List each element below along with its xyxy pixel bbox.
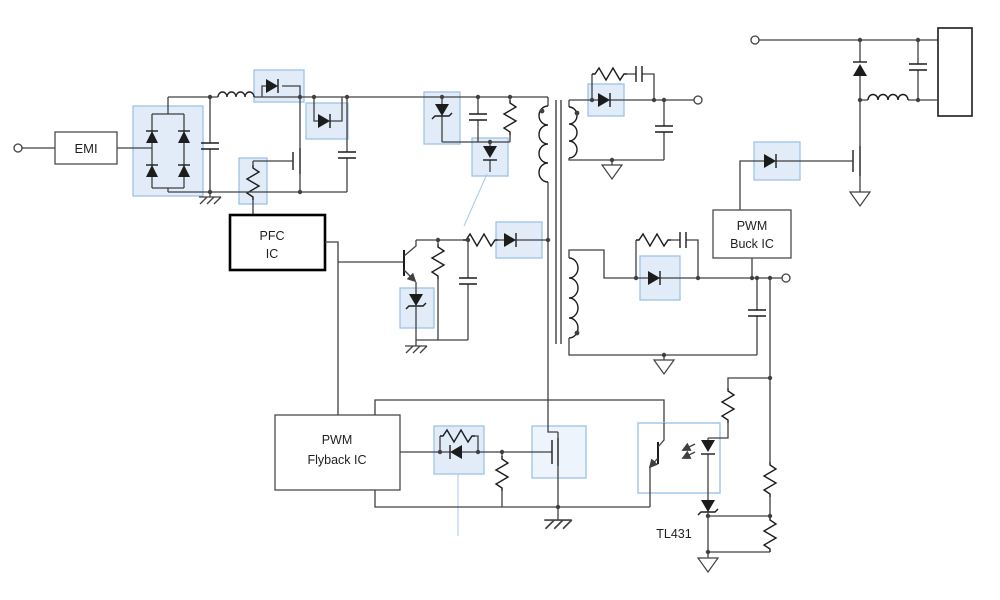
flyback-ic-label-2: Flyback IC: [307, 453, 366, 467]
bjt-clamp-network: [403, 232, 551, 354]
main-ground-icon: [543, 519, 573, 530]
snubber-resistor-icon: [636, 232, 671, 248]
snubber-capacitor-icon: [635, 66, 643, 82]
secondary-output-1: [568, 66, 703, 180]
blocking-diode-icon: [504, 233, 517, 247]
primary-snubber: [431, 94, 518, 227]
optocoupler: [637, 422, 721, 507]
ground-icon: [653, 359, 675, 375]
pfc-ic-label-2: IC: [266, 247, 279, 261]
led-bias-resistor-icon: [720, 388, 736, 423]
optocoupler-box: [637, 422, 721, 494]
gate-resistor-icon: [440, 428, 475, 444]
boost-diode-icon: [266, 79, 279, 93]
sec1-rectifier-diode-icon: [598, 93, 611, 107]
bridge-highlight: [132, 105, 204, 197]
flyback-ic-label-1: PWM: [322, 433, 353, 447]
bridge-rectifier: [146, 97, 190, 192]
buck-post-regulator: [739, 27, 973, 210]
timing-capacitor-icon: [459, 277, 477, 285]
emi-filter-block: [54, 131, 118, 165]
buck-gate-diode-icon: [764, 154, 777, 168]
snubber-capacitor-icon: [469, 113, 487, 121]
secondary-output-2: [568, 232, 791, 378]
gate-resistor-icon: [245, 161, 261, 215]
buck-ic-label-1: PWM: [737, 219, 768, 233]
opto-light-arrow: [681, 442, 696, 451]
snubber-capacitor-icon: [679, 232, 687, 248]
polarity-dot: [574, 330, 580, 336]
boost-mosfet-icon: [253, 97, 301, 192]
secondary2-winding-icon: [568, 257, 579, 339]
emi-label: EMI: [74, 141, 97, 156]
tl431-shunt-icon: [697, 500, 719, 558]
bridge-diode-icon: [146, 130, 190, 177]
pfc-ic-label-1: PFC: [260, 229, 285, 243]
flyback-mosfet: [374, 432, 650, 530]
boost-inductor-icon: [217, 91, 255, 98]
bias-resistor-icon: [430, 244, 446, 279]
pwm-buck-ic-block: PWM Buck IC: [712, 209, 792, 259]
transformer-core-icon: [555, 100, 562, 344]
ground-icon: [198, 196, 222, 205]
clamp-zener-icon: [431, 97, 453, 142]
ground-icon: [404, 345, 428, 354]
bypass-diode-icon: [318, 114, 331, 128]
snubber-resistor-icon: [592, 66, 627, 82]
highlight-boxes: [132, 69, 801, 479]
pwm-flyback-ic-block: PWM Flyback IC: [274, 399, 665, 491]
ground-icon: [601, 164, 623, 180]
pfc-boost-stage: [168, 79, 548, 215]
polarity-dot: [574, 110, 580, 116]
snubber-diode-icon: [483, 146, 497, 161]
npn-transistor-icon: [403, 240, 417, 294]
transformer: [538, 97, 580, 433]
ground-icon: [697, 557, 719, 573]
primary-winding-icon: [538, 105, 549, 183]
flyback-mosfet-icon: [536, 432, 559, 507]
tl431-label: TL431: [656, 527, 691, 541]
input-section: EMI: [13, 131, 152, 165]
opto-light-arrow: [681, 450, 696, 459]
base-zener-icon: [405, 294, 427, 340]
pulldown-resistor-icon: [494, 456, 510, 491]
load-block: [937, 27, 973, 117]
input-capacitor-icon: [201, 142, 219, 150]
pfc-ic-block: PFC IC: [228, 213, 404, 415]
buck-inductor-icon: [867, 93, 909, 101]
freewheel-diode-icon: [853, 61, 867, 76]
buck-input-terminal: [750, 35, 760, 45]
divider-resistor-upper-icon: [762, 462, 778, 497]
tl431-feedback: TL431: [656, 375, 778, 573]
bulk-capacitor-icon: [338, 151, 356, 159]
gate-diode-icon: [449, 445, 462, 459]
divider-resistor-lower-icon: [762, 517, 778, 552]
snubber-resistor-icon: [502, 100, 518, 135]
filter-capacitor-icon: [655, 125, 673, 133]
ac-input-terminal: [13, 143, 23, 153]
secondary1-winding-icon: [568, 106, 578, 159]
sec2-rectifier-diode-icon: [648, 271, 661, 285]
output-capacitor-icon: [909, 63, 927, 71]
ground-icon: [849, 191, 871, 207]
flyback-gate-drive: [400, 428, 536, 536]
polarity-dot: [539, 108, 545, 114]
buck-ic-label-2: Buck IC: [730, 237, 774, 251]
buck-mosfet-icon: [776, 100, 861, 192]
opto-led-icon: [701, 438, 715, 500]
filter-capacitor-icon: [748, 309, 766, 317]
opto-transistor-icon: [648, 423, 665, 507]
output1-terminal: [693, 95, 703, 105]
output2-terminal: [781, 273, 791, 283]
